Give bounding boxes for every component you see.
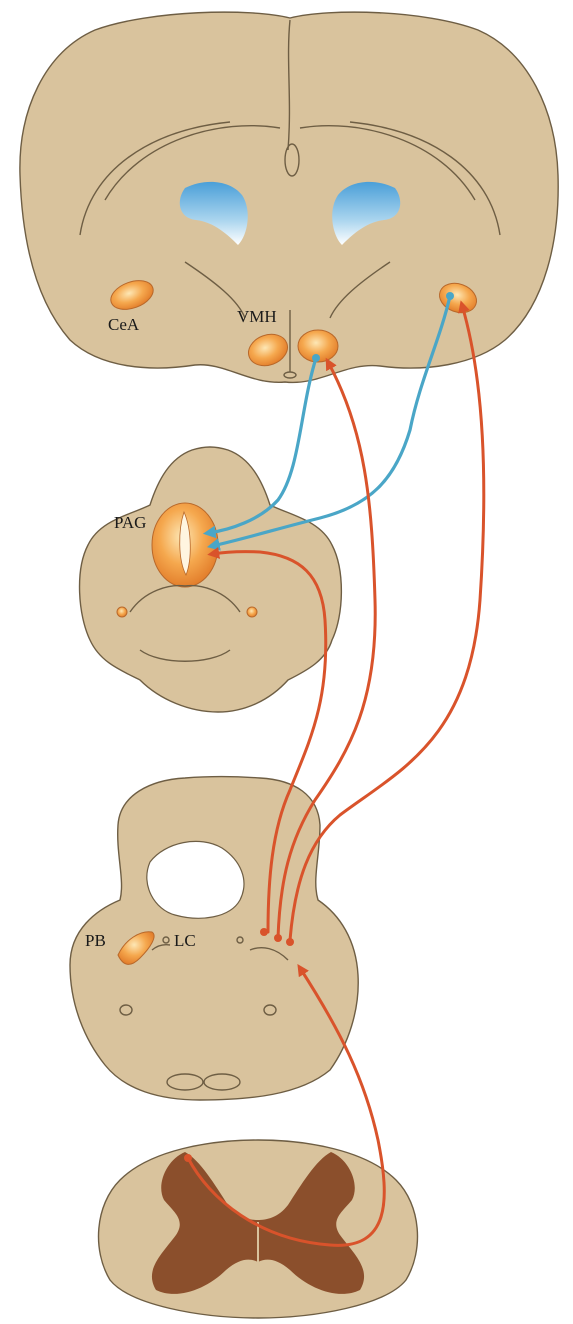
spinal-red-origin [184, 1154, 192, 1162]
lateral-blue-origin [446, 292, 454, 300]
spinal-cord-section [99, 1140, 418, 1318]
pons-red-origin-2 [274, 934, 282, 942]
vmh-label: VMH [237, 307, 277, 326]
vmh-blue-origin [312, 354, 320, 362]
midbrain-section: PAG [80, 447, 342, 712]
pons-section: PB LC [70, 777, 358, 1101]
pag-label: PAG [114, 513, 146, 532]
pb-label: PB [85, 931, 106, 950]
left-midbrain-dot [117, 607, 127, 617]
pons-red-origin-3 [286, 938, 294, 946]
pons-red-origin-1 [260, 928, 268, 936]
forebrain-section: CeA VMH [20, 12, 558, 382]
ascending-pathways [184, 305, 484, 1245]
lc-label: LC [174, 931, 196, 950]
pons-outline [70, 777, 358, 1101]
midbrain-outline [80, 447, 342, 712]
right-midbrain-dot [247, 607, 257, 617]
cea-label: CeA [108, 315, 140, 334]
